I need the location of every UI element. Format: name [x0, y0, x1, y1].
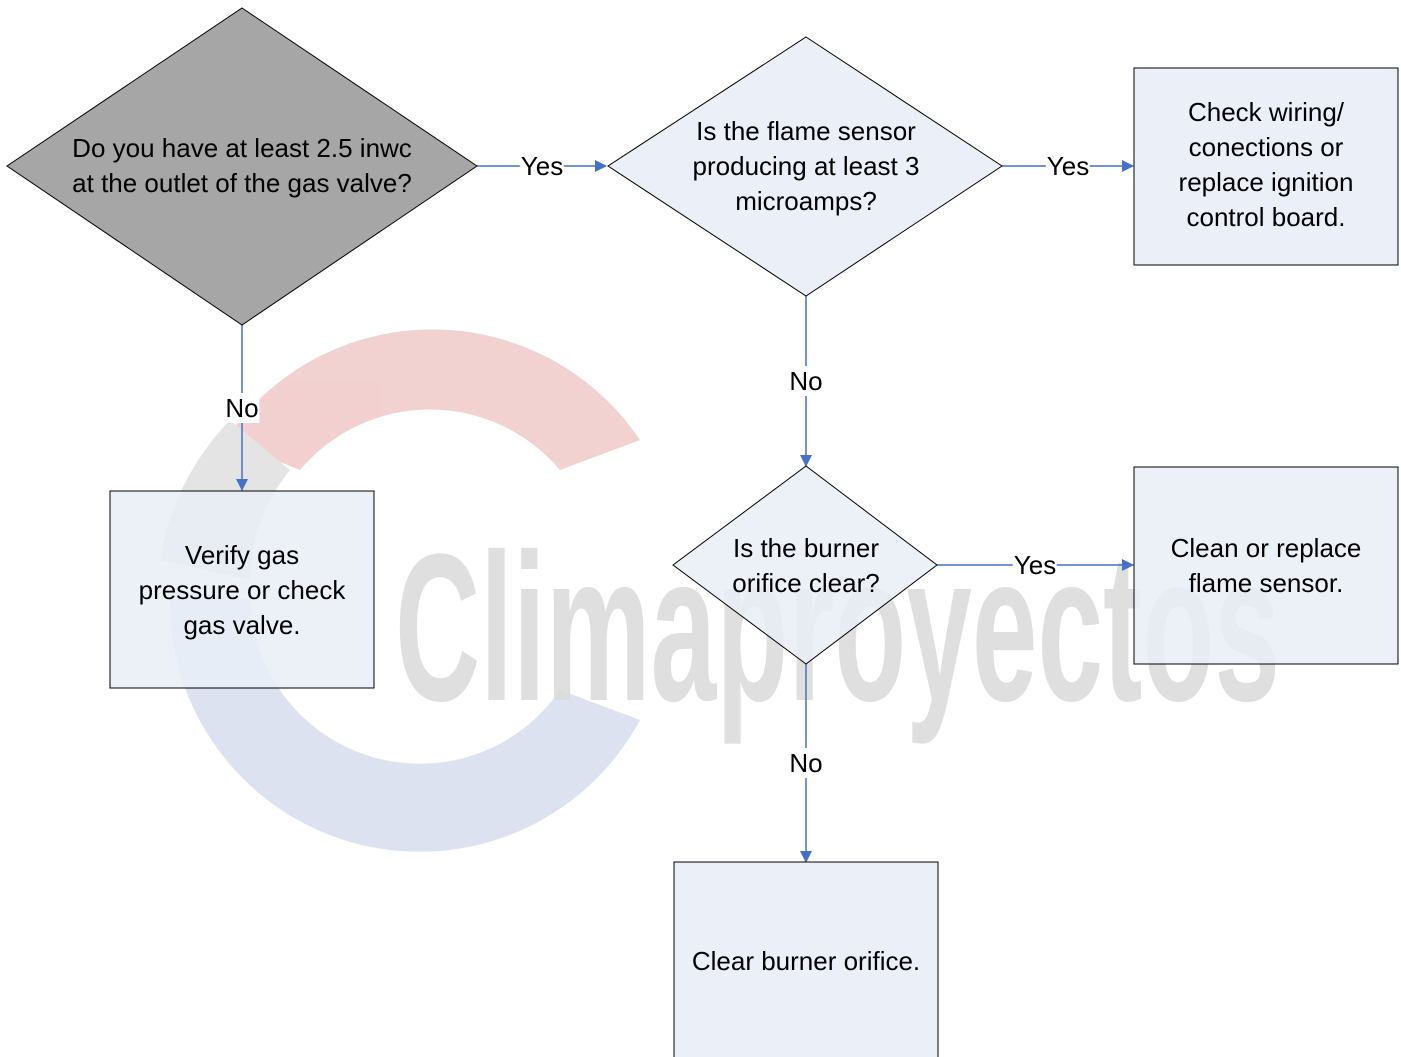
edge-orifice-yes-label: Yes	[1012, 550, 1058, 580]
process-clean-sensor-label: Clean or replace flame sensor.	[1170, 533, 1362, 598]
process-clear-orifice-label: Clear burner orifice.	[691, 945, 921, 976]
edge-gas-no-label: No	[224, 393, 260, 423]
watermark-blue-arc	[169, 590, 640, 852]
edge-sensor-yes-label: Yes	[1045, 151, 1091, 181]
decision-gas-pressure-shape	[6, 7, 478, 326]
decision-gas-pressure-label: Do you have at least 2.5 inwc at the out…	[72, 133, 412, 198]
process-check-wiring-shape	[1133, 67, 1399, 266]
process-verify-gas-label: Verify gas pressure or check gas valve.	[138, 539, 346, 640]
edge-sensor-no-label: No	[788, 366, 824, 396]
decision-flame-sensor-label: Is the flame sensor producing at least 3…	[692, 115, 920, 216]
watermark-red-arc	[225, 329, 640, 470]
process-clear-orifice-shape	[673, 861, 939, 1057]
edge-orifice-no-label: No	[788, 748, 824, 778]
edge-gas-yes-label: Yes	[519, 151, 565, 181]
process-clean-sensor-shape	[1133, 466, 1399, 665]
decision-burner-orifice-label: Is the burner orifice clear?	[732, 533, 880, 598]
decision-burner-orifice-shape	[672, 465, 938, 665]
process-check-wiring-label: Check wiring/ conections or replace igni…	[1178, 97, 1354, 232]
process-verify-gas-shape	[109, 490, 375, 689]
decision-flame-sensor-shape	[607, 36, 1003, 297]
